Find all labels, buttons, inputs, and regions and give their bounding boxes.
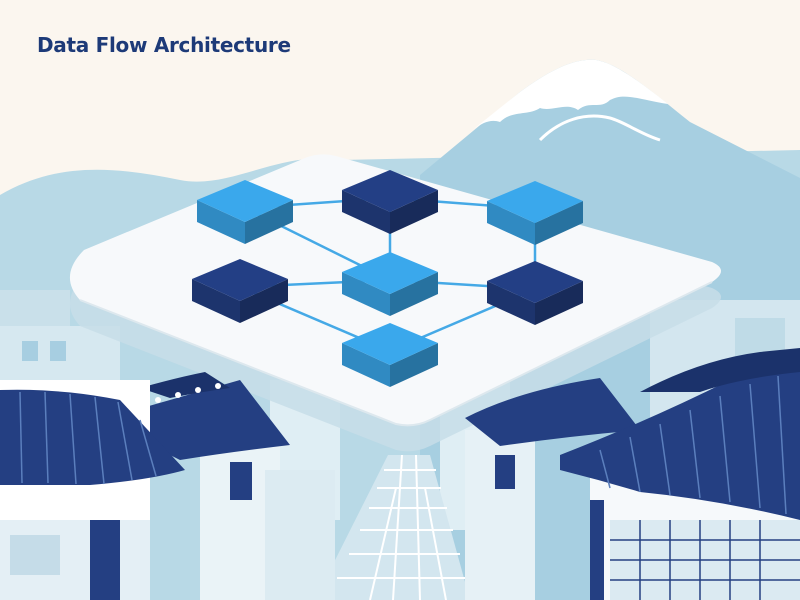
diagram-node-n1	[197, 180, 293, 244]
diagram-node-n3	[487, 181, 583, 245]
mountain-snow	[470, 59, 668, 132]
left-hanok-houses	[0, 372, 335, 600]
diagram-node-n5	[342, 252, 438, 316]
diagram-nodes	[192, 170, 583, 387]
diagram-node-n7	[342, 323, 438, 387]
right-hanok-houses	[465, 348, 800, 600]
diagram-node-n2	[342, 170, 438, 234]
diagram-node-n4	[192, 259, 288, 323]
diagram-title: Data Flow Architecture	[37, 33, 291, 57]
diagram-node-n6	[487, 261, 583, 325]
alley-path	[315, 454, 470, 600]
